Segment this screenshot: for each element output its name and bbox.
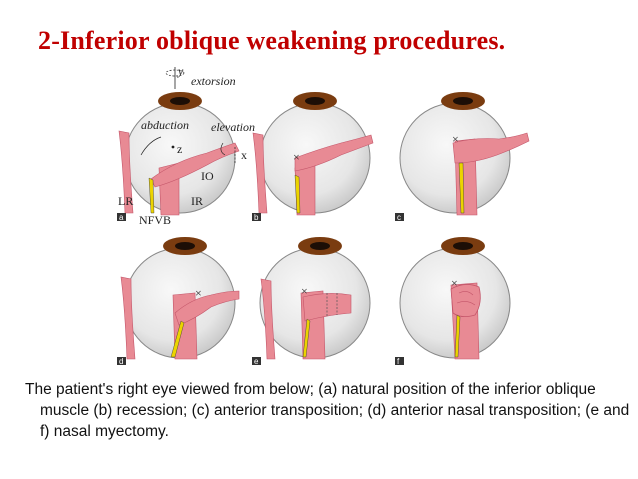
label-extorsion: extorsion bbox=[191, 74, 236, 88]
panel-a: y extorsion abduction elevation z x IO L… bbox=[117, 64, 255, 227]
panel-letter-b: b bbox=[254, 213, 259, 222]
slide-title: 2-Inferior oblique weakening procedures. bbox=[38, 26, 506, 55]
label-elevation: elevation bbox=[211, 120, 255, 134]
panel-letter-e: e bbox=[254, 357, 259, 366]
svg-text:×: × bbox=[293, 150, 300, 164]
panel-b: × b bbox=[252, 92, 374, 222]
label-io: IO bbox=[201, 169, 214, 183]
panel-e: × e bbox=[252, 237, 371, 366]
label-abduction: abduction bbox=[141, 118, 189, 132]
panel-letter-a: a bbox=[119, 213, 124, 222]
label-y: y bbox=[177, 64, 184, 78]
svg-text:×: × bbox=[452, 132, 459, 146]
figure-caption: The patient's right eye viewed from belo… bbox=[25, 381, 630, 440]
panel-d: × d bbox=[117, 237, 240, 366]
eye-muscle-figure: y extorsion abduction elevation z x IO L… bbox=[115, 63, 531, 368]
panel-c: × c bbox=[395, 92, 530, 222]
panel-letter-c: c bbox=[397, 213, 401, 222]
label-nfvb: NFVB bbox=[139, 213, 171, 227]
label-x: x bbox=[241, 148, 247, 162]
panel-f: × f bbox=[395, 237, 511, 366]
label-ir: IR bbox=[191, 194, 203, 208]
svg-text:×: × bbox=[301, 284, 308, 298]
svg-text:×: × bbox=[451, 276, 458, 290]
label-lr: LR bbox=[118, 194, 133, 208]
svg-text:×: × bbox=[195, 286, 202, 300]
label-z: z bbox=[177, 142, 182, 156]
panel-letter-f: f bbox=[397, 357, 400, 366]
panel-letter-d: d bbox=[119, 357, 123, 366]
